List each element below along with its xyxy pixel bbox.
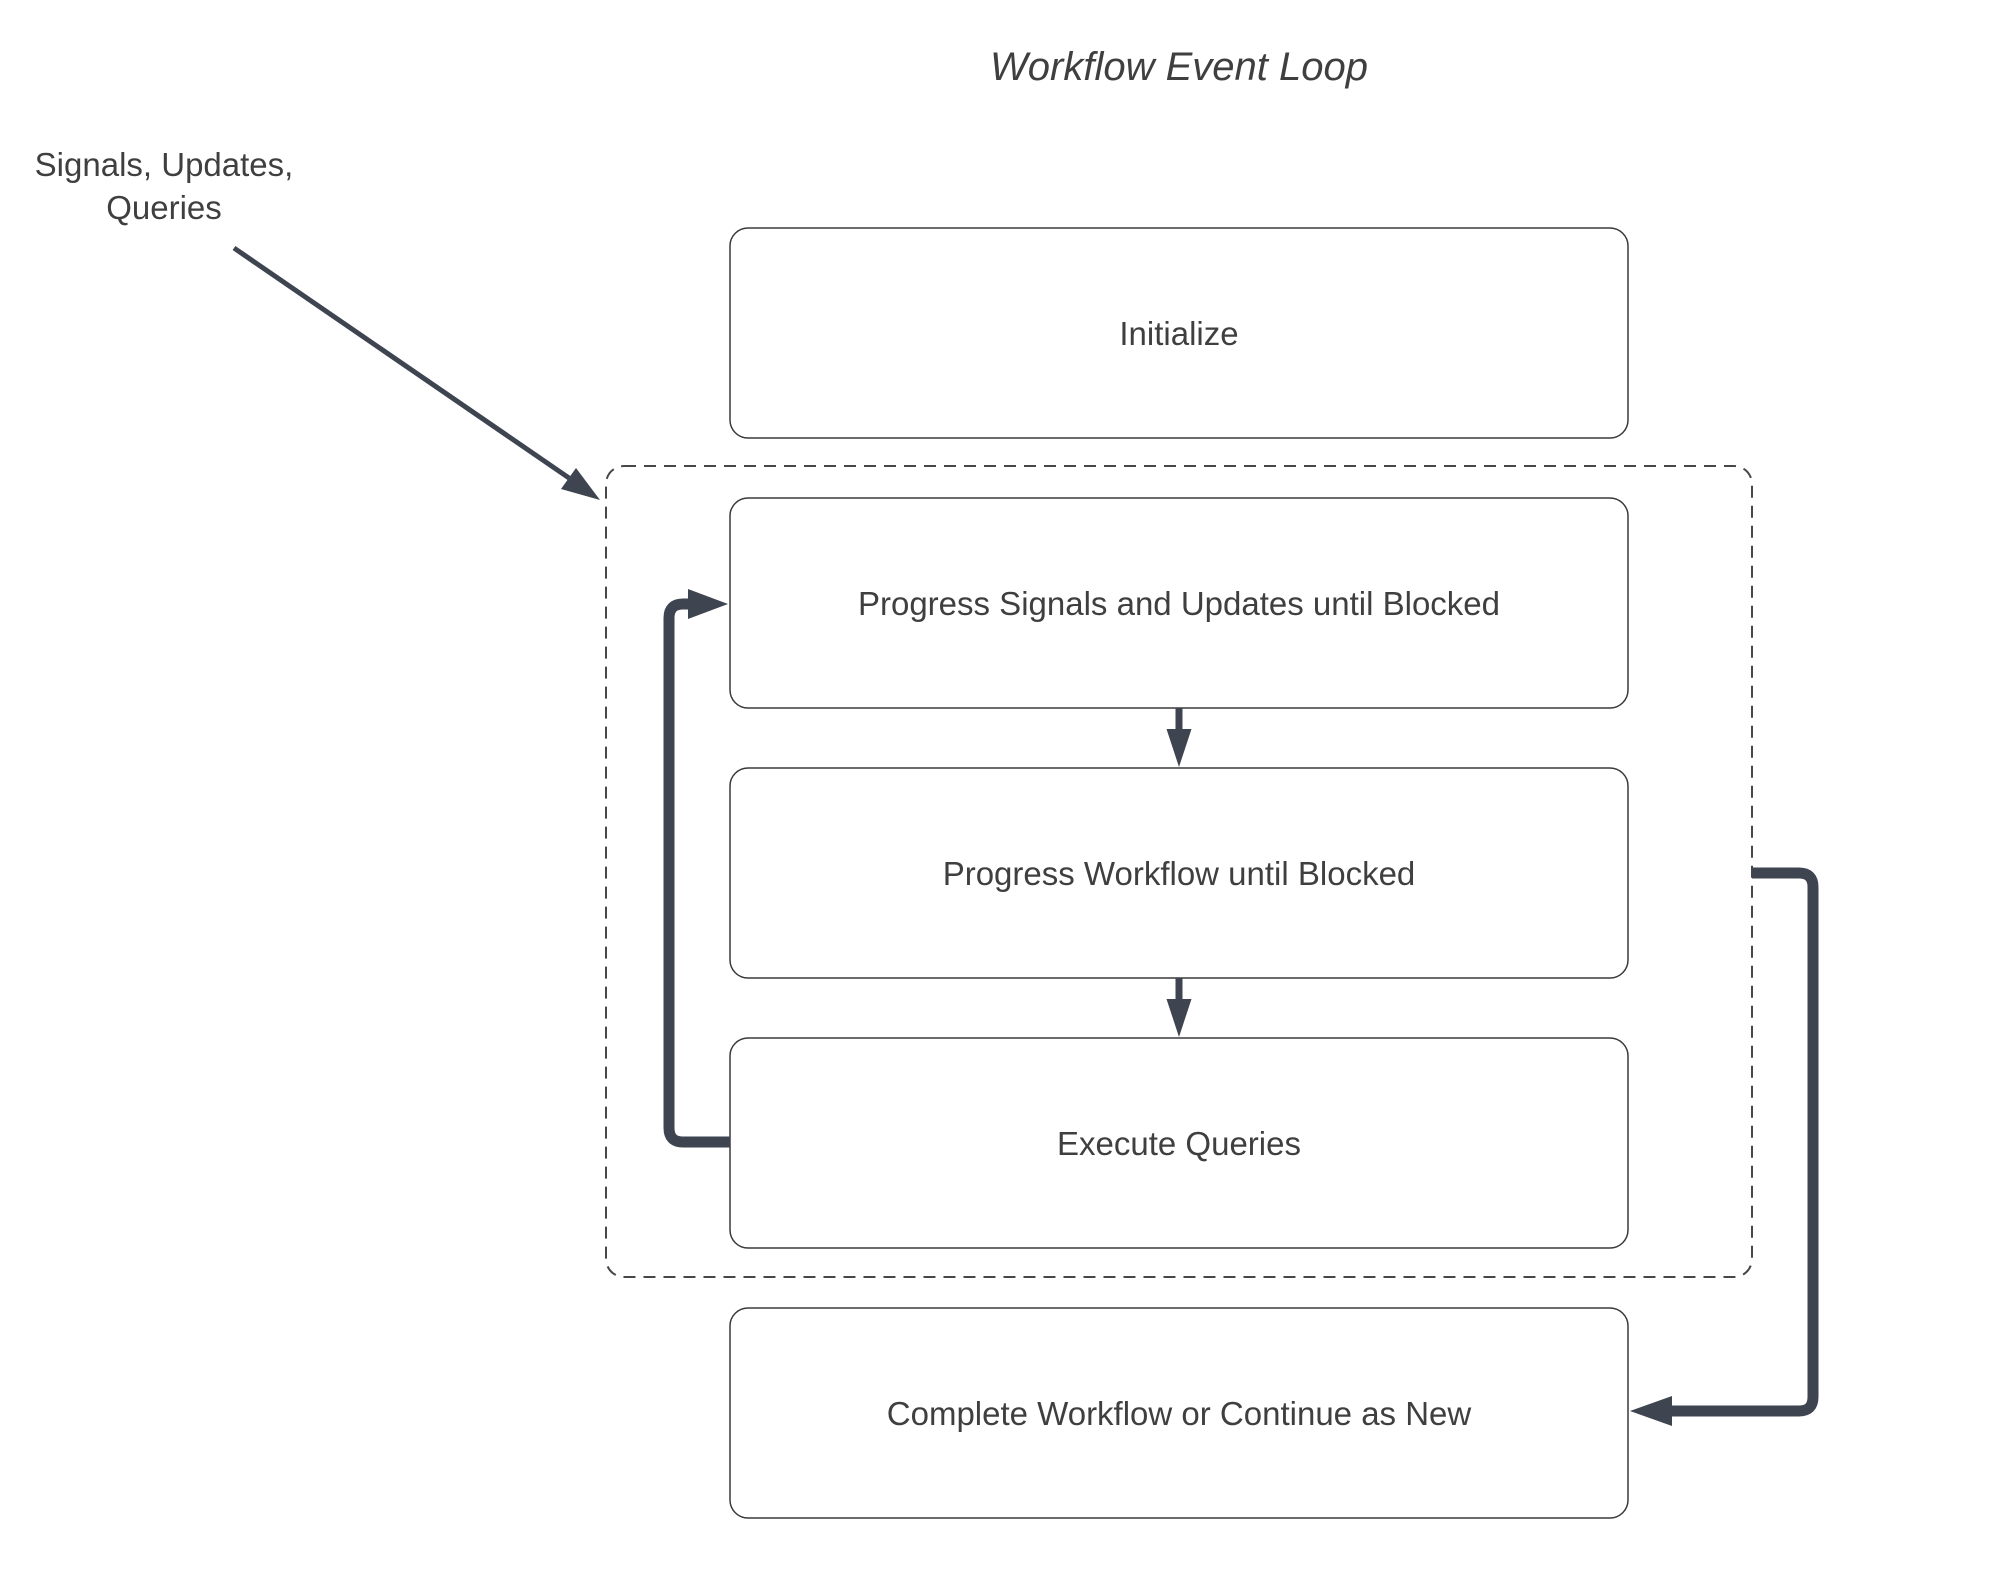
complete-box-label: Complete Workflow or Continue as New: [887, 1395, 1472, 1432]
signals-input-arrowhead-icon: [561, 468, 600, 500]
complete-box: Complete Workflow or Continue as New: [729, 1307, 1629, 1519]
initialize-box-label: Initialize: [1119, 315, 1238, 352]
signals-input-arrow-line: [232, 245, 571, 481]
progress-signals-box: Progress Signals and Updates until Block…: [729, 497, 1629, 709]
execute-queries-box-label: Execute Queries: [1057, 1125, 1301, 1162]
down-arrow-1-shaft: [1175, 708, 1183, 730]
down-arrow-1-head-icon: [1166, 729, 1192, 767]
page-title: Workflow Event Loop: [990, 45, 1368, 89]
execute-queries-box: Execute Queries: [729, 1037, 1629, 1249]
annotation-line-2: Queries: [106, 189, 222, 226]
complete-arrowhead-icon: [1630, 1396, 1672, 1426]
initialize-box: Initialize: [729, 227, 1629, 439]
down-arrow-2-shaft: [1175, 978, 1183, 1000]
progress-workflow-box-label: Progress Workflow until Blocked: [943, 855, 1416, 892]
initialize-box-rect: [729, 227, 1629, 439]
loop-back-arrowhead-icon: [688, 589, 728, 619]
loop-back-arrow: [663, 589, 730, 1148]
down-arrow-2: [1166, 978, 1192, 1037]
progress-workflow-box: Progress Workflow until Blocked: [729, 767, 1629, 979]
complete-box-rect: [729, 1307, 1629, 1519]
loop-back-arrow-path: [663, 598, 730, 1148]
signals-updates-queries-label: Signals, Updates, Queries: [35, 146, 294, 226]
complete-arrow: [1630, 867, 1819, 1426]
progress-signals-box-label: Progress Signals and Updates until Block…: [858, 585, 1500, 622]
signals-input-arrow: [232, 245, 600, 500]
complete-arrow-path: [1672, 867, 1819, 1417]
annotation-line-1: Signals, Updates,: [35, 146, 294, 183]
down-arrow-1: [1166, 708, 1192, 767]
down-arrow-2-head-icon: [1166, 999, 1192, 1037]
